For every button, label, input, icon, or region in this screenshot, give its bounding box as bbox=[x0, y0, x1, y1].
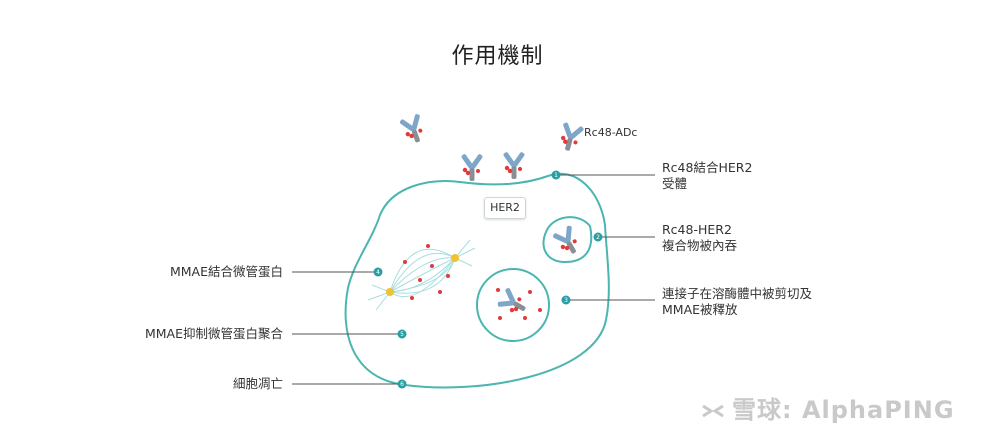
adc-antibody bbox=[556, 121, 585, 153]
svg-text:1: 1 bbox=[554, 172, 558, 179]
adc-label: Rc48-ADc bbox=[584, 126, 637, 139]
watermark: 雪球: AlphaPING bbox=[700, 390, 955, 425]
svg-text:3: 3 bbox=[564, 297, 568, 304]
adc-antibody-bound bbox=[461, 153, 483, 181]
adc-antibody-bound bbox=[503, 151, 525, 179]
mitotic-spindle bbox=[368, 240, 475, 310]
cell-membrane bbox=[346, 174, 609, 388]
step-label-6: 細胞凋亡 bbox=[233, 376, 283, 392]
svg-text:4: 4 bbox=[376, 269, 380, 276]
step-label-4: MMAE結合微管蛋白 bbox=[170, 264, 283, 280]
step-label-5: MMAE抑制微管蛋白聚合 bbox=[145, 326, 283, 342]
svg-text:6: 6 bbox=[400, 381, 404, 388]
snowball-logo-icon bbox=[700, 398, 726, 424]
svg-text:2: 2 bbox=[596, 234, 600, 241]
spindle-pole bbox=[386, 288, 394, 296]
her2-label: HER2 bbox=[484, 197, 526, 219]
adc-antibody-lysosome bbox=[496, 286, 531, 319]
svg-text:5: 5 bbox=[400, 331, 404, 338]
spindle-pole bbox=[451, 254, 459, 262]
adc-antibody-internalized bbox=[551, 224, 584, 259]
adc-antibody bbox=[398, 112, 429, 146]
